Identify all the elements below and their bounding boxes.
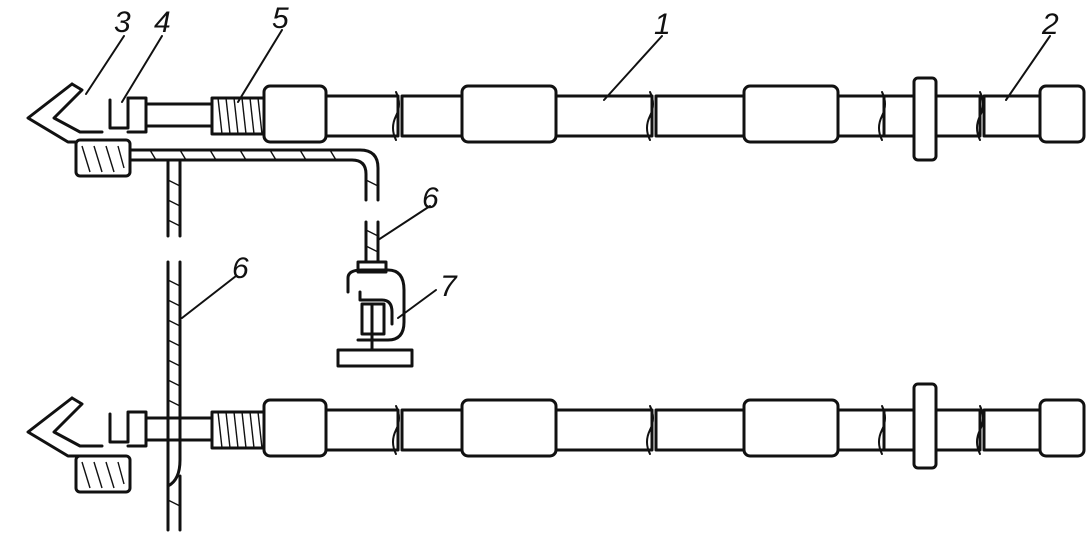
upper-clamp-housing (74, 138, 132, 178)
lower-rod-segment (262, 398, 328, 458)
lower-handle-end (1038, 398, 1086, 458)
upper-rod-segment (554, 94, 654, 138)
upper-handle (982, 94, 1042, 138)
lower-stop-ring (912, 382, 938, 470)
upper-handle (934, 94, 982, 138)
leader-3 (85, 35, 125, 95)
upper-rod-segment (400, 94, 464, 138)
leader-6-left (181, 275, 237, 319)
upper-break-mark (646, 91, 654, 141)
leader-1 (603, 35, 663, 101)
upper-rod-segment (836, 94, 886, 138)
lower-ground-wire (166, 260, 182, 532)
upper-clamp-housing-hatch (81, 145, 125, 173)
lower-rod-segment (554, 408, 654, 452)
lower-clamp-housing (74, 454, 132, 494)
lower-break-mark (646, 405, 654, 455)
lower-handle (982, 408, 1042, 452)
lower-break-mark (878, 405, 886, 455)
lower-rod-segment (324, 408, 400, 452)
upper-hook-clamp (26, 82, 104, 144)
label-6-left: 6 (232, 252, 249, 285)
upper-rod-segment (742, 84, 840, 144)
lower-rod-segment (654, 408, 746, 452)
lower-rod-segment (836, 408, 886, 452)
lower-clamp-screw (108, 410, 148, 448)
upper-handle-end (1038, 84, 1086, 144)
upper-spring-coils (217, 97, 263, 135)
lower-rod-segment (742, 398, 840, 458)
part-labels: 3 4 5 1 2 6 6 7 (114, 2, 1059, 303)
leader-2 (1005, 35, 1051, 101)
lower-rod-assembly (26, 382, 1086, 494)
leader-7 (397, 289, 437, 319)
upper-rod-segment (654, 94, 746, 138)
upper-clamp-screw (108, 96, 148, 134)
leader-4 (121, 35, 163, 103)
upper-rod-segment (324, 94, 400, 138)
leader-6-top (377, 205, 431, 241)
upper-ground-wire (128, 148, 380, 238)
lower-hook-clamp (26, 396, 104, 458)
upper-stop-ring (912, 76, 938, 162)
upper-break-mark (392, 91, 400, 141)
lower-break-mark (392, 405, 400, 455)
lower-rod-segment (882, 408, 916, 452)
leader-lines (85, 29, 1051, 319)
upper-threaded-shaft (144, 102, 214, 128)
lower-rod-segment (400, 408, 464, 452)
label-5: 5 (272, 2, 289, 35)
label-4: 4 (154, 6, 171, 39)
upper-rod-assembly (26, 76, 1086, 178)
ground-clamp (336, 220, 414, 368)
label-2: 2 (1041, 8, 1059, 41)
upper-rod-segment (460, 84, 558, 144)
label-1: 1 (654, 8, 671, 41)
upper-break-mark (878, 91, 886, 141)
lower-rod-segment (460, 398, 558, 458)
label-3: 3 (114, 6, 131, 39)
lower-handle (934, 408, 982, 452)
label-6-top: 6 (422, 182, 439, 215)
upper-rod-segment (882, 94, 916, 138)
lower-break-mark (976, 405, 984, 455)
leader-5 (237, 29, 283, 103)
upper-rod-segment (262, 84, 328, 144)
upper-break-mark (976, 91, 984, 141)
label-7: 7 (440, 270, 458, 303)
